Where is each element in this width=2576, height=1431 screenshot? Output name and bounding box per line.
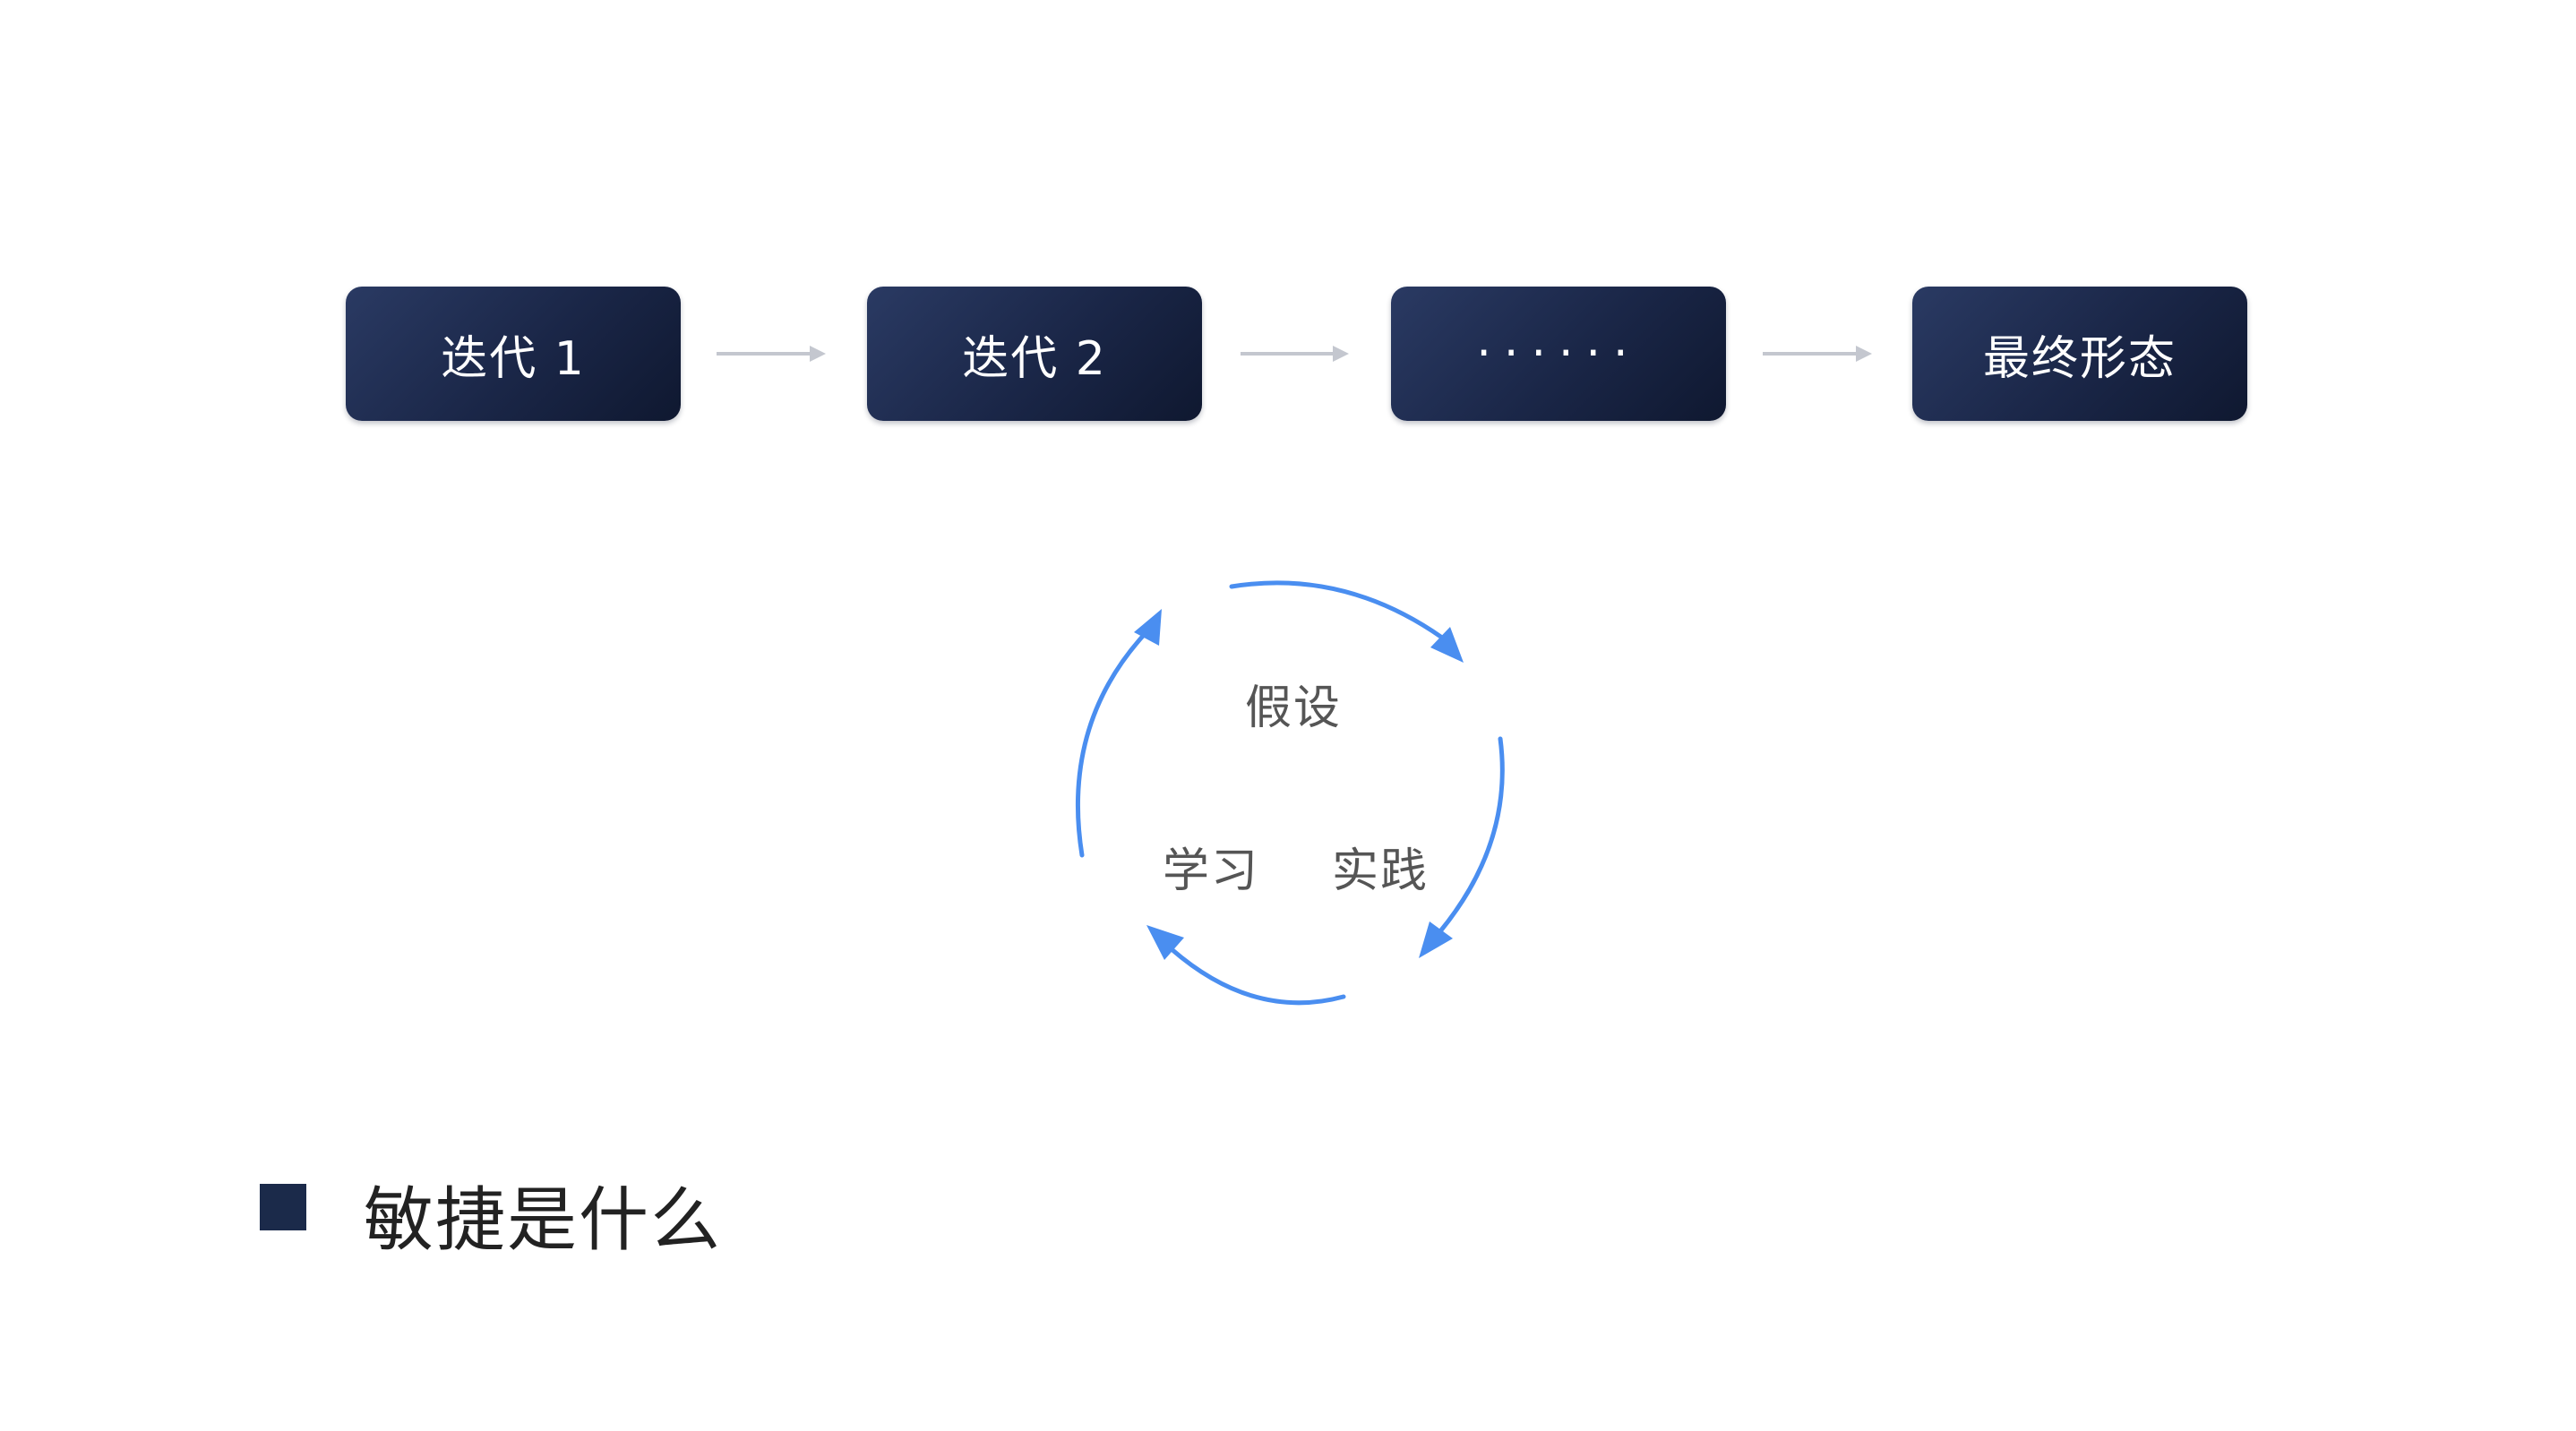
cycle-arrow-hypothesis-to-practice: [1229, 580, 1464, 663]
flow-step-final-form: 最终形态: [1912, 287, 2247, 421]
cycle-diagram: [1075, 580, 1505, 1006]
flow-arrow-3: [1763, 346, 1872, 362]
cycle-label-practice: 实践: [1332, 844, 1430, 898]
flow-step-iteration-2: 迭代 2: [867, 287, 1202, 421]
flow-step-label: 迭代 1: [441, 331, 586, 386]
flow-step-iteration-1: 迭代 1: [346, 287, 681, 421]
cycle-arrow-practice-to-learn: [1419, 736, 1505, 958]
cycle-label-learn: 学习: [1163, 844, 1260, 898]
flow-step-label: ······: [1476, 327, 1641, 381]
flow-arrows: [717, 346, 1872, 362]
cycle-label-hypothesis: 假设: [1245, 681, 1343, 735]
flow-step-label: 迭代 2: [962, 331, 1107, 386]
flow-arrow-2: [1241, 346, 1349, 362]
flow-step-ellipsis: ······: [1391, 287, 1726, 421]
flow-step-label: 最终形态: [1982, 331, 2177, 386]
cycle-arrow-learn-to-hypothesis: [1075, 609, 1162, 858]
bullet-heading: 敏捷是什么: [364, 1180, 723, 1261]
flow-arrow-1: [717, 346, 826, 362]
cycle-arrow-learn-to-hypothesis-bottom: [1146, 925, 1346, 1006]
bullet-square-icon: [260, 1184, 306, 1230]
